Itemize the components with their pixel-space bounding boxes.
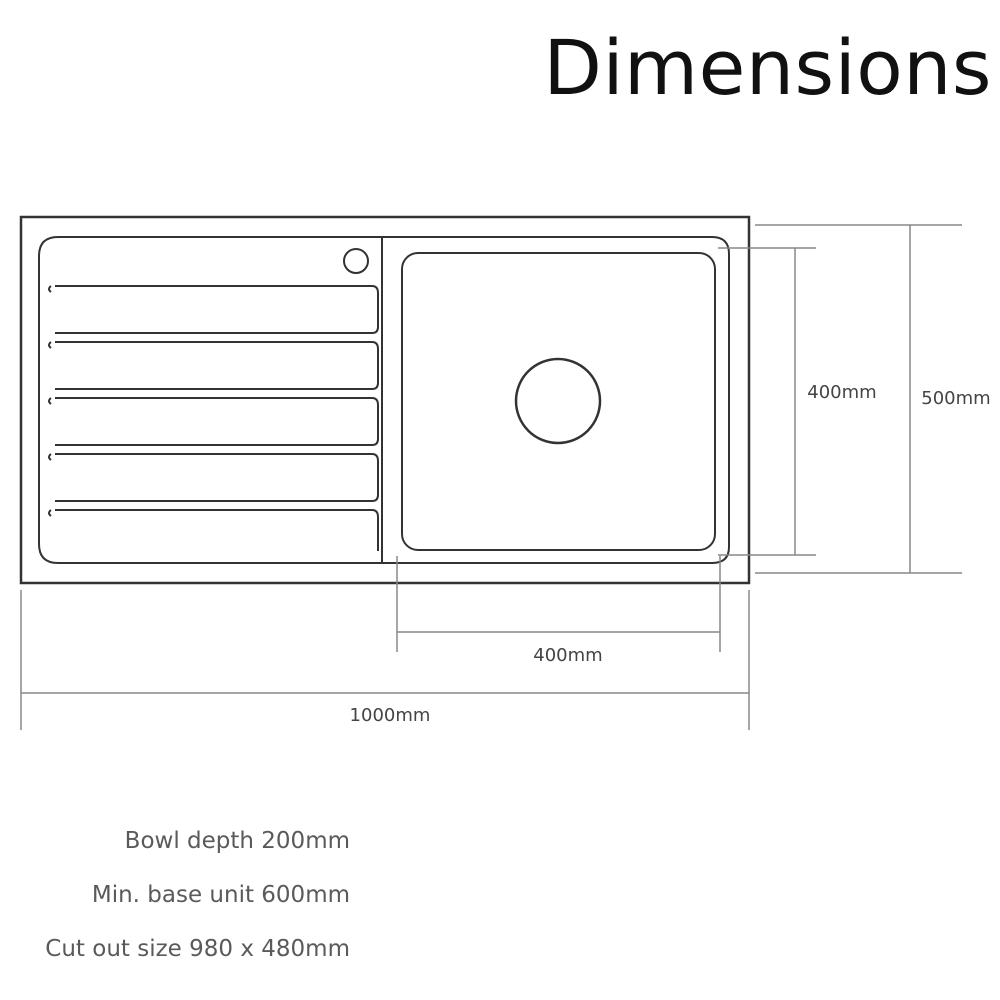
- cut-out-size-note: Cut out size 980 x 480mm: [45, 936, 350, 962]
- bowl-height-dimension: [718, 247, 816, 556]
- sink-outer-frame: [19, 215, 751, 585]
- drainer-groove-end: [48, 285, 52, 517]
- bowl: [401, 252, 716, 551]
- waste-outlet: [514, 357, 602, 445]
- bowl-width-dimension: [396, 556, 721, 652]
- drainer-panel: [38, 236, 382, 564]
- drainer-groove: [55, 397, 379, 446]
- bowl-rim: [382, 236, 730, 564]
- drainer-grooves: [48, 285, 379, 551]
- bowl-width-label: 400mm: [533, 645, 602, 666]
- drainer-groove: [55, 285, 379, 334]
- overall-height-label: 500mm: [921, 388, 990, 409]
- spec-notes: Bowl depth 200mm Min. base unit 600mm Cu…: [45, 820, 350, 982]
- bowl-height-label: 400mm: [807, 382, 876, 403]
- overall-height-dimension: [755, 224, 962, 574]
- overall-width-dimension: [20, 590, 750, 730]
- drainer-groove: [55, 453, 379, 502]
- overall-width-label: 1000mm: [350, 705, 431, 726]
- bowl-depth-note: Bowl depth 200mm: [124, 828, 350, 854]
- tap-hole: [343, 248, 369, 274]
- page-title: Dimensions: [543, 23, 992, 112]
- min-base-unit-note: Min. base unit 600mm: [91, 882, 350, 908]
- drainer-groove: [55, 341, 379, 390]
- drainer-groove: [55, 509, 379, 551]
